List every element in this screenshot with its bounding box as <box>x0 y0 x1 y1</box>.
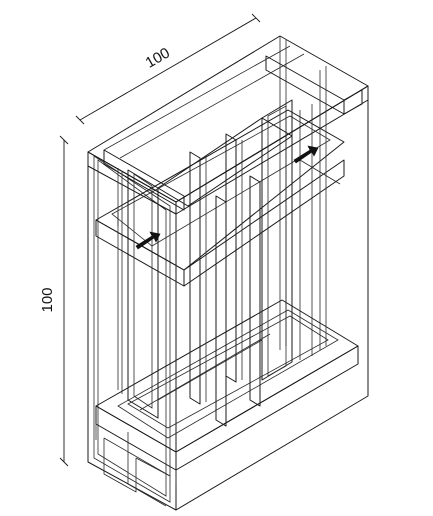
width-dimension: 100 <box>75 13 261 125</box>
inner-frame <box>127 99 293 419</box>
width-dimension-line <box>79 17 257 121</box>
plinth-details <box>103 432 171 507</box>
direction-arrows <box>135 145 319 250</box>
height-dimension-label: 100 <box>39 287 56 312</box>
height-dimension-tick-top <box>59 135 69 145</box>
bottom-rail <box>95 299 359 486</box>
height-dimension: 100 <box>39 135 69 467</box>
height-dimension-tick-bottom <box>59 457 69 467</box>
width-dimension-tick-left <box>75 115 85 125</box>
width-dimension-tick-right <box>251 13 261 23</box>
right-arrow-icon <box>293 145 319 164</box>
vertical-slats <box>117 66 327 427</box>
left-arrow-icon <box>135 231 161 250</box>
width-dimension-label: 100 <box>143 44 173 71</box>
